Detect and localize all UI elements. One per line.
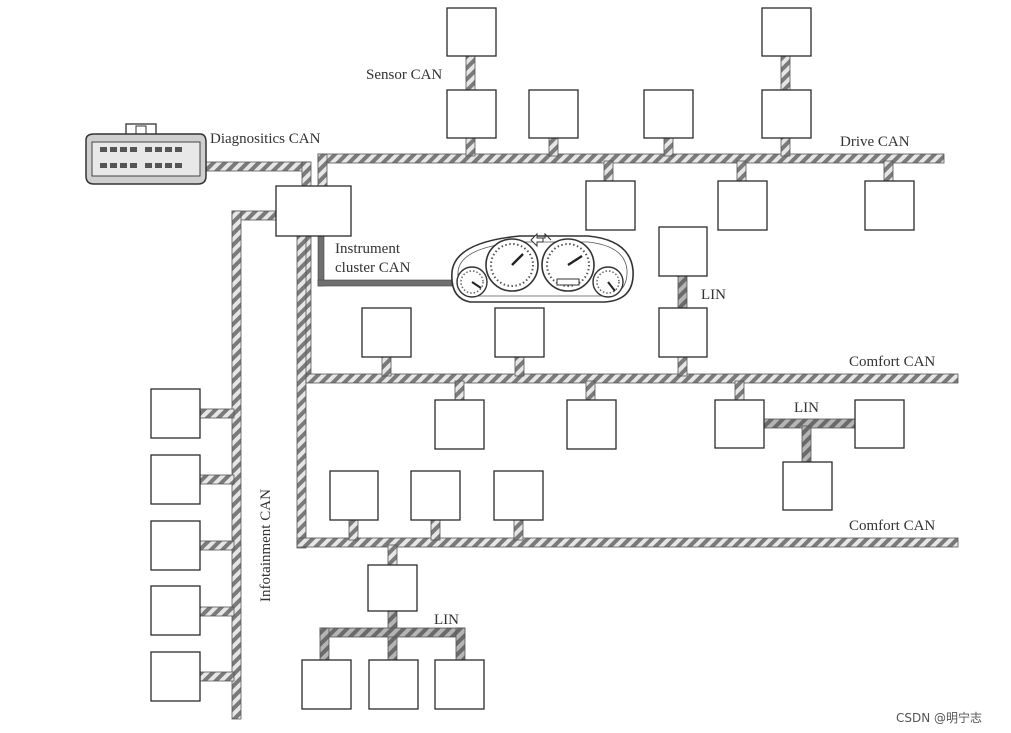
ecu-box (301, 659, 352, 710)
drive-stub (780, 137, 791, 157)
infotainment-can-label: Infotainment CAN (258, 489, 274, 602)
comfort1-stub (734, 380, 745, 401)
ecu-box (368, 659, 419, 710)
drive-can-label: Drive CAN (840, 134, 910, 150)
sensor-can-label: Sensor CAN (366, 67, 442, 83)
diagnostics-can-bus (204, 161, 311, 172)
ecu-box (329, 470, 379, 521)
ecu-box (566, 399, 617, 450)
lin-lower-left-drop (319, 627, 330, 663)
comfort1-stub (514, 356, 525, 377)
drive-stub (603, 160, 614, 182)
ecu-box (761, 7, 812, 57)
comfort2-stub (348, 519, 359, 541)
instrument-cluster-can-horizontal (317, 279, 453, 287)
watermark: CSDN @明宁志 (896, 710, 982, 725)
ecu-box (782, 461, 833, 511)
gateway-drive-link (317, 153, 328, 187)
ecu-box (150, 454, 201, 505)
comfort-can-1-bus (305, 373, 959, 384)
comfort-can-2-bus (296, 537, 959, 548)
lin-middle-vertical (801, 425, 812, 463)
obd-connector-icon (85, 123, 207, 185)
drive-can-bus (317, 153, 945, 164)
infotainment-stub (197, 474, 235, 485)
ecu-box (446, 89, 497, 139)
ecu-box (434, 659, 485, 710)
diagnostics-can-label: Diagnositics CAN (210, 131, 321, 147)
comfort2-stub (430, 519, 441, 541)
lin-upper-link (677, 275, 688, 309)
infotainment-stub (197, 671, 235, 682)
ecu-box (367, 564, 418, 612)
lin-lower-right-drop (455, 627, 466, 663)
ecu-box (150, 388, 201, 439)
comfort1-stub (677, 356, 688, 377)
drive-stub (736, 160, 747, 182)
infotainment-can-bus (231, 210, 242, 720)
ecu-box (585, 180, 636, 231)
gateway-box (275, 185, 352, 237)
ecu-box (761, 89, 812, 139)
ecu-box (528, 89, 579, 139)
ecu-box (658, 307, 708, 358)
ecu-box (494, 307, 545, 358)
comfort1-stub (454, 380, 465, 401)
comfort2-stub (513, 519, 524, 541)
ecu-box (446, 7, 497, 57)
instrument-cluster-can-label-line1: Instrument (335, 241, 401, 257)
drive-stub (883, 160, 894, 182)
comfort1-stub (381, 356, 392, 377)
instrument-cluster-icon (451, 232, 634, 303)
ecu-box (434, 399, 485, 450)
diagnostics-can-drop (301, 161, 312, 189)
comfort2-stub (387, 544, 398, 566)
ecu-box (150, 520, 201, 571)
ecu-box (717, 180, 768, 231)
ecu-box (854, 399, 905, 449)
ecu-box (410, 470, 461, 521)
ecu-box (150, 585, 201, 636)
instrument-cluster-can-label-line2: cluster CAN (335, 260, 411, 276)
ecu-box (150, 651, 201, 702)
drive-stub (663, 137, 674, 157)
ecu-box (493, 470, 544, 521)
infotainment-stub (197, 408, 235, 419)
comfort1-stub (585, 380, 596, 401)
ecu-box (361, 307, 412, 358)
ecu-box (864, 180, 915, 231)
ecu-box (658, 226, 708, 277)
drive-stub (548, 137, 559, 157)
comfort-can-2-label: Comfort CAN (849, 518, 935, 534)
infotainment-stub (197, 606, 235, 617)
lin-middle-label: LIN (794, 400, 819, 416)
infotainment-stub (197, 540, 235, 551)
lin-upper-label: LIN (701, 287, 726, 303)
ecu-box (643, 89, 694, 139)
instrument-cluster-can-vertical (317, 235, 325, 287)
drive-stub (465, 137, 476, 157)
sensor-can-stub-right (780, 55, 791, 91)
comfort-trunk-outer (296, 235, 307, 549)
lin-lower-label: LIN (434, 612, 459, 628)
lin-lower-horizontal (319, 627, 466, 638)
sensor-can-stub-left (465, 55, 476, 91)
comfort-can-1-label: Comfort CAN (849, 354, 935, 370)
ecu-box (714, 399, 765, 449)
